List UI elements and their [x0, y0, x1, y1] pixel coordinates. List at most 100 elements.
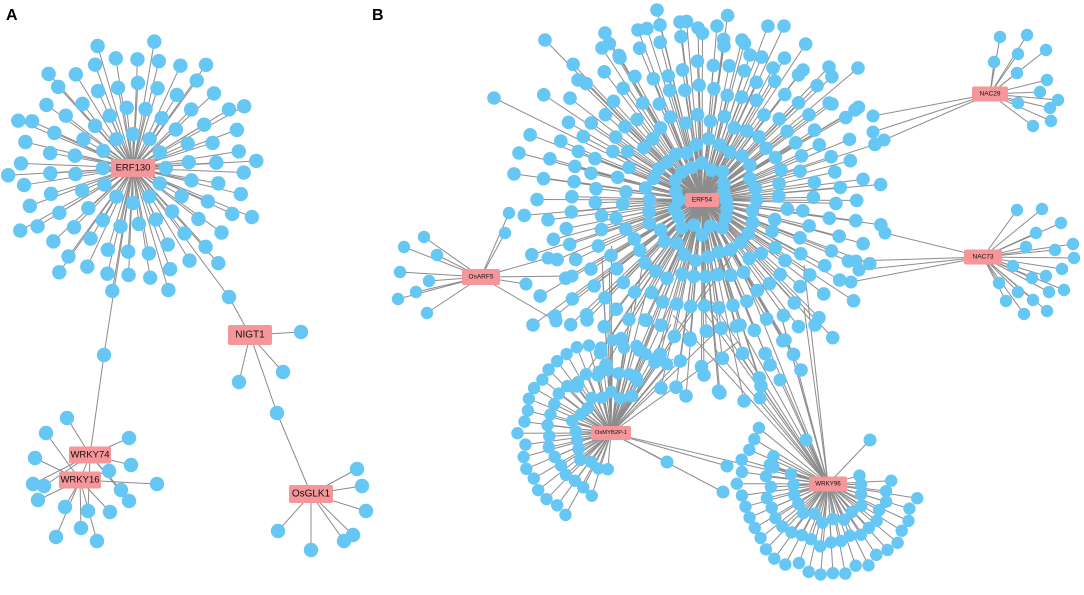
- leaf-node[interactable]: [303, 542, 319, 558]
- leaf-node[interactable]: [561, 115, 576, 130]
- leaf-node[interactable]: [409, 285, 423, 299]
- leaf-node[interactable]: [772, 112, 787, 126]
- leaf-node[interactable]: [718, 210, 733, 225]
- leaf-node[interactable]: [717, 186, 731, 200]
- leaf-node[interactable]: [822, 60, 836, 74]
- leaf-node[interactable]: [802, 108, 816, 122]
- leaf-node[interactable]: [68, 166, 83, 182]
- leaf-node[interactable]: [692, 78, 706, 92]
- leaf-node[interactable]: [733, 318, 747, 332]
- leaf-node[interactable]: [796, 63, 810, 77]
- leaf-node[interactable]: [209, 155, 224, 170]
- leaf-node[interactable]: [1040, 304, 1054, 318]
- leaf-node[interactable]: [873, 503, 886, 517]
- leaf-node[interactable]: [568, 159, 582, 174]
- leaf-node[interactable]: [839, 567, 852, 580]
- leaf-node[interactable]: [730, 477, 744, 490]
- leaf-node[interactable]: [1044, 114, 1058, 128]
- leaf-node[interactable]: [1039, 43, 1053, 57]
- leaf-node[interactable]: [616, 81, 630, 96]
- leaf-node[interactable]: [189, 73, 204, 88]
- leaf-node[interactable]: [27, 450, 43, 466]
- leaf-node[interactable]: [703, 114, 718, 128]
- leaf-node[interactable]: [221, 102, 237, 117]
- leaf-node[interactable]: [663, 110, 678, 125]
- leaf-node[interactable]: [109, 189, 124, 204]
- leaf-node[interactable]: [184, 173, 199, 188]
- leaf-node[interactable]: [712, 300, 726, 315]
- leaf-node[interactable]: [181, 154, 196, 170]
- leaf-node[interactable]: [690, 108, 705, 122]
- leaf-node[interactable]: [653, 35, 668, 50]
- leaf-node[interactable]: [795, 528, 809, 542]
- leaf-node[interactable]: [838, 110, 853, 125]
- leaf-node[interactable]: [722, 145, 737, 159]
- leaf-node[interactable]: [174, 188, 189, 204]
- leaf-node[interactable]: [691, 21, 705, 35]
- leaf-node[interactable]: [568, 252, 583, 267]
- leaf-node[interactable]: [715, 164, 730, 179]
- leaf-node[interactable]: [661, 69, 676, 83]
- leaf-node[interactable]: [393, 265, 407, 279]
- leaf-node[interactable]: [824, 244, 839, 258]
- leaf-node[interactable]: [214, 225, 229, 240]
- leaf-node[interactable]: [43, 166, 58, 181]
- leaf-node[interactable]: [80, 259, 95, 274]
- leaf-node[interactable]: [779, 558, 792, 571]
- leaf-node[interactable]: [25, 476, 41, 492]
- leaf-node[interactable]: [559, 468, 573, 482]
- leaf-node[interactable]: [336, 533, 352, 549]
- leaf-node[interactable]: [517, 208, 532, 223]
- leaf-node[interactable]: [542, 363, 555, 376]
- leaf-node[interactable]: [891, 536, 904, 549]
- leaf-node[interactable]: [793, 231, 807, 245]
- leaf-node[interactable]: [826, 566, 840, 580]
- leaf-node[interactable]: [43, 186, 59, 201]
- leaf-node[interactable]: [639, 347, 653, 361]
- leaf-node[interactable]: [609, 302, 624, 317]
- leaf-node[interactable]: [142, 189, 157, 204]
- hub-node-osarf5[interactable]: OsARF5: [462, 269, 500, 285]
- leaf-node[interactable]: [854, 488, 868, 501]
- leaf-node[interactable]: [154, 111, 169, 126]
- leaf-node[interactable]: [540, 492, 553, 506]
- leaf-node[interactable]: [123, 457, 139, 473]
- leaf-node[interactable]: [610, 170, 625, 185]
- leaf-node[interactable]: [797, 506, 810, 520]
- leaf-node[interactable]: [551, 499, 564, 512]
- leaf-node[interactable]: [205, 135, 220, 151]
- leaf-node[interactable]: [794, 363, 808, 377]
- leaf-node[interactable]: [761, 19, 775, 33]
- leaf-node[interactable]: [597, 319, 612, 334]
- leaf-node[interactable]: [855, 499, 868, 513]
- leaf-node[interactable]: [851, 61, 865, 75]
- leaf-node[interactable]: [430, 248, 444, 262]
- leaf-node[interactable]: [714, 321, 729, 336]
- leaf-node[interactable]: [764, 480, 778, 494]
- leaf-node[interactable]: [688, 253, 703, 268]
- leaf-node[interactable]: [182, 253, 197, 268]
- leaf-node[interactable]: [236, 99, 252, 114]
- leaf-node[interactable]: [59, 410, 75, 426]
- leaf-node[interactable]: [150, 81, 165, 96]
- leaf-node[interactable]: [582, 339, 596, 352]
- leaf-node[interactable]: [701, 250, 715, 264]
- leaf-node[interactable]: [745, 215, 760, 230]
- leaf-node[interactable]: [646, 71, 661, 86]
- leaf-node[interactable]: [852, 263, 866, 277]
- leaf-node[interactable]: [873, 177, 888, 192]
- leaf-node[interactable]: [735, 148, 749, 163]
- leaf-node[interactable]: [592, 365, 606, 379]
- leaf-node[interactable]: [536, 171, 551, 186]
- hub-node-wrky74[interactable]: WRKY74: [69, 446, 111, 464]
- leaf-node[interactable]: [231, 374, 247, 390]
- leaf-node[interactable]: [152, 145, 168, 160]
- leaf-node[interactable]: [736, 265, 751, 280]
- leaf-node[interactable]: [521, 404, 535, 417]
- leaf-node[interactable]: [807, 123, 822, 137]
- leaf-node[interactable]: [832, 273, 847, 287]
- leaf-node[interactable]: [856, 172, 870, 187]
- leaf-node[interactable]: [654, 318, 668, 333]
- leaf-node[interactable]: [638, 313, 652, 327]
- leaf-node[interactable]: [710, 267, 725, 282]
